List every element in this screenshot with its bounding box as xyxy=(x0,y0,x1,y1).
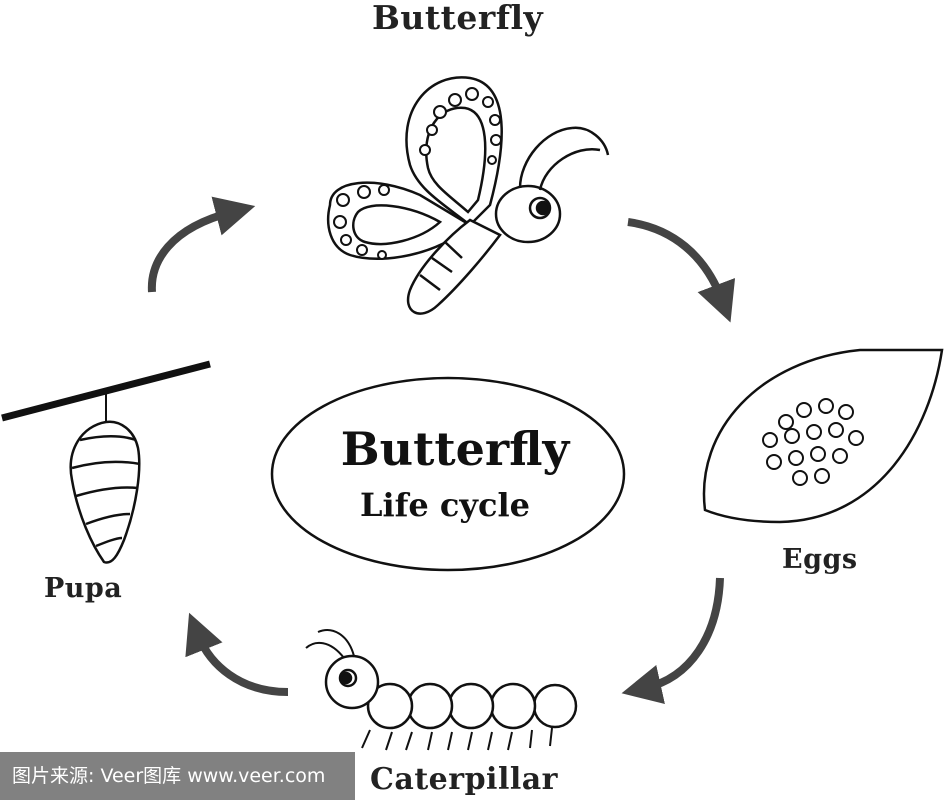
caterpillar-illustration xyxy=(305,629,578,751)
center-subtitle: Life cycle xyxy=(360,486,530,524)
pupa-illustration xyxy=(1,360,211,564)
eggs-illustration xyxy=(702,348,944,524)
arrow-caterpillar-to-pupa xyxy=(185,612,289,696)
stage-label-eggs: Eggs xyxy=(782,544,858,575)
watermark: 图片来源: Veer图库 www.veer.com xyxy=(0,752,355,800)
arrow-butterfly-to-eggs xyxy=(627,218,736,323)
stage-label-pupa: Pupa xyxy=(44,573,123,604)
butterfly-illustration xyxy=(326,76,610,315)
stage-label-caterpillar: Caterpillar xyxy=(370,762,558,797)
arrow-pupa-to-butterfly xyxy=(147,196,256,293)
stage-label-butterfly: Butterfly xyxy=(372,0,544,37)
center-ellipse xyxy=(270,376,626,572)
arrow-eggs-to-caterpillar xyxy=(621,577,724,705)
center-title: Butterfly xyxy=(340,422,570,476)
